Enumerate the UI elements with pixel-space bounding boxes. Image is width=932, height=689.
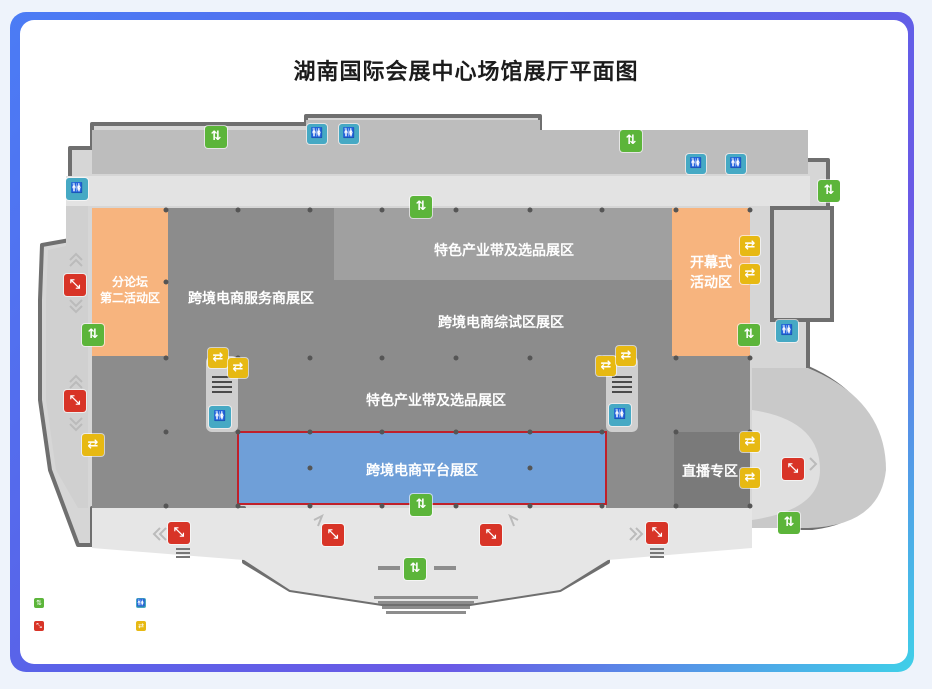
legend-elevator-icon: ⇅ — [34, 598, 44, 608]
stairs-icon[interactable]: ⇄ — [82, 434, 104, 456]
column-dots — [163, 207, 753, 509]
hall-opening[interactable] — [672, 208, 750, 356]
hall-forum[interactable] — [92, 208, 168, 356]
escalator-steps — [176, 548, 664, 558]
label-special-mid: 特色产业带及选品展区 — [366, 393, 506, 409]
legend-restroom-icon: 🚻 — [136, 598, 146, 608]
restroom-icon[interactable]: 🚻 — [686, 154, 706, 174]
elevator-icon[interactable]: ⇅ — [205, 126, 227, 148]
elevator-icon[interactable]: ⇅ — [620, 130, 642, 152]
legend-stairs-icon: ⇄ — [136, 621, 146, 631]
stairs-icon[interactable]: ⇄ — [228, 358, 248, 378]
elevator-icon[interactable]: ⇅ — [82, 324, 104, 346]
legend-escalator-icon: ⤡ — [34, 621, 44, 631]
escalator-icon[interactable]: ⤡ — [646, 522, 668, 544]
hall-special-top[interactable] — [334, 208, 672, 280]
stairs-icon[interactable]: ⇄ — [208, 348, 228, 368]
label-service: 跨境电商服务商展区 — [188, 291, 314, 307]
hall-live[interactable] — [674, 432, 750, 508]
label-special-top: 特色产业带及选品展区 — [434, 243, 574, 259]
stairs-icon[interactable]: ⇄ — [740, 468, 760, 488]
restroom-icon[interactable]: 🚻 — [339, 124, 359, 144]
escalator-icon[interactable]: ⤡ — [64, 274, 86, 296]
hall-comprehensive[interactable] — [334, 280, 672, 356]
escalator-icon[interactable]: ⤡ — [782, 458, 804, 480]
label-forum-2: 第二活动区 — [99, 291, 160, 305]
stairs-icon[interactable]: ⇄ — [740, 432, 760, 452]
elevator-icon[interactable]: ⇅ — [818, 180, 840, 202]
label-platform: 跨境电商平台展区 — [366, 463, 478, 479]
page-title: 湖南国际会展中心场馆展厅平面图 — [293, 60, 639, 85]
escalator-icon[interactable]: ⤡ — [64, 390, 86, 412]
restroom-icon[interactable]: 🚻 — [209, 406, 231, 428]
escalator-icon[interactable]: ⤡ — [168, 522, 190, 544]
hall-special-mid[interactable] — [92, 356, 750, 432]
elevator-icon[interactable]: ⇅ — [738, 324, 760, 346]
restroom-icon[interactable]: 🚻 — [609, 404, 631, 426]
label-forum-1: 分论坛 — [111, 275, 148, 289]
escalator-icon[interactable]: ⤡ — [480, 524, 502, 546]
restroom-icon[interactable]: 🚻 — [66, 178, 88, 200]
restroom-icon[interactable]: 🚻 — [726, 154, 746, 174]
label-opening-2: 活动区 — [690, 275, 732, 291]
restroom-icon[interactable]: 🚻 — [307, 124, 327, 144]
elevator-icon[interactable]: ⇅ — [410, 494, 432, 516]
escalator-icon[interactable]: ⤡ — [322, 524, 344, 546]
hall-blocks — [92, 208, 750, 508]
elevator-icon[interactable]: ⇅ — [410, 196, 432, 218]
direction-chevrons — [69, 252, 818, 541]
stairs-icon[interactable]: ⇄ — [740, 236, 760, 256]
label-comprehensive: 跨境电商综试区展区 — [438, 315, 564, 331]
stairs-icon[interactable]: ⇄ — [740, 264, 760, 284]
hall-service[interactable] — [168, 208, 334, 356]
restroom-icon[interactable]: 🚻 — [776, 320, 798, 342]
stairs-icon[interactable]: ⇄ — [596, 356, 616, 376]
elevator-icon[interactable]: ⇅ — [778, 512, 800, 534]
label-live: 直播专区 — [682, 464, 738, 480]
elevator-icon[interactable]: ⇅ — [404, 558, 426, 580]
stairs-icon[interactable]: ⇄ — [616, 346, 636, 366]
label-opening-1: 开幕式 — [690, 255, 732, 271]
